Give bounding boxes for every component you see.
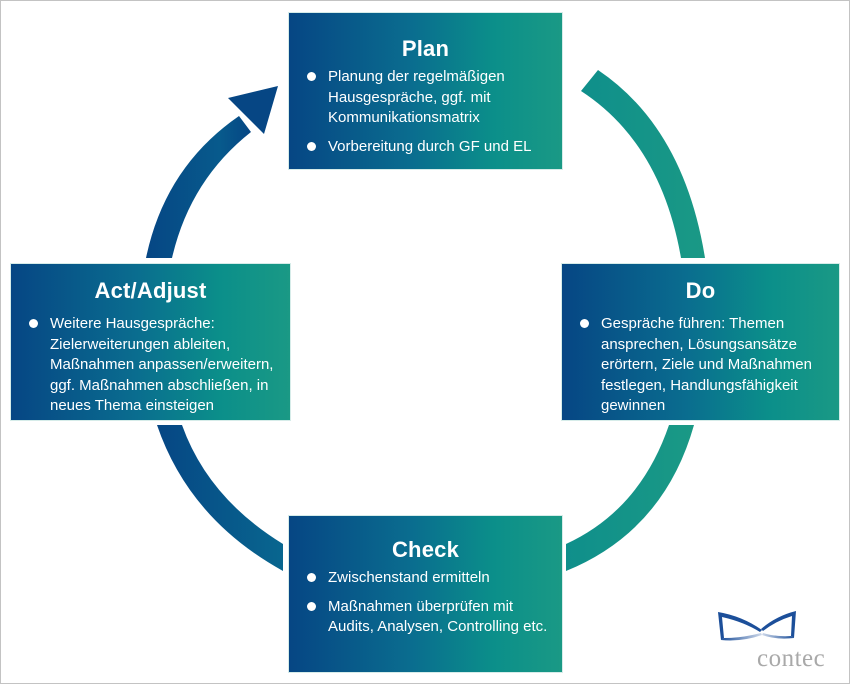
bullet-icon [307, 72, 316, 81]
bullet-text: Gespräche führen: Themen ansprechen, Lös… [601, 315, 812, 414]
bow-tie-icon [718, 611, 796, 641]
arc-do-to-check [566, 425, 694, 571]
bullet-icon [307, 601, 316, 611]
bullet-text: Maßnahmen überprüfen mit Audits, Analyse… [328, 597, 548, 636]
phase-act-box: Act/Adjust Weitere Hausgespräche: Zieler… [10, 263, 291, 421]
bullet-item: Vorbereitung durch GF und EL [299, 137, 552, 158]
arc-act-to-plan [146, 116, 251, 258]
phase-check-bullets: Zwischenstand ermitteln Maßnahmen überpr… [299, 568, 552, 638]
arc-plan-to-do [581, 70, 705, 258]
bullet-text: Zwischenstand ermitteln [328, 569, 490, 586]
bullet-icon [307, 141, 316, 151]
arc-check-to-act [157, 425, 283, 571]
bullet-text: Planung der regelmäßigen Hausgespräche, … [328, 68, 505, 126]
phase-check-title: Check [391, 537, 460, 562]
phase-do-bullets: Gespräche führen: Themen ansprechen, Lös… [572, 314, 829, 417]
arrowhead-icon [228, 86, 278, 134]
bullet-item: Weitere Hausgespräche: Zielerweiterungen… [21, 314, 280, 417]
phase-act-title: Act/Adjust [94, 278, 207, 303]
phase-plan-title: Plan [401, 36, 450, 61]
phase-check-box: Check Zwischenstand ermitteln Maßnahmen … [288, 515, 563, 673]
bullet-item: Zwischenstand ermitteln [299, 568, 552, 589]
phase-plan-bullets: Planung der regelmäßigen Hausgespräche, … [299, 67, 552, 157]
bullet-item: Gespräche führen: Themen ansprechen, Lös… [572, 314, 829, 417]
phase-act-bullets: Weitere Hausgespräche: Zielerweiterungen… [21, 314, 280, 417]
bullet-item: Planung der regelmäßigen Hausgespräche, … [299, 67, 552, 129]
bullet-text: Vorbereitung durch GF und EL [328, 137, 532, 155]
bullet-icon [307, 573, 316, 582]
bullet-icon [29, 319, 38, 328]
bullet-text: Weitere Hausgespräche: Zielerweiterungen… [50, 315, 274, 414]
phase-do-box: Do Gespräche führen: Themen ansprechen, … [561, 263, 840, 421]
bullet-item: Maßnahmen überprüfen mit Audits, Analyse… [299, 597, 552, 638]
bullet-icon [580, 319, 589, 328]
logo-text: contec [757, 645, 826, 672]
phase-do-title: Do [685, 278, 716, 303]
phase-plan-box: Plan Planung der regelmäßigen Hausgesprä… [288, 12, 563, 170]
